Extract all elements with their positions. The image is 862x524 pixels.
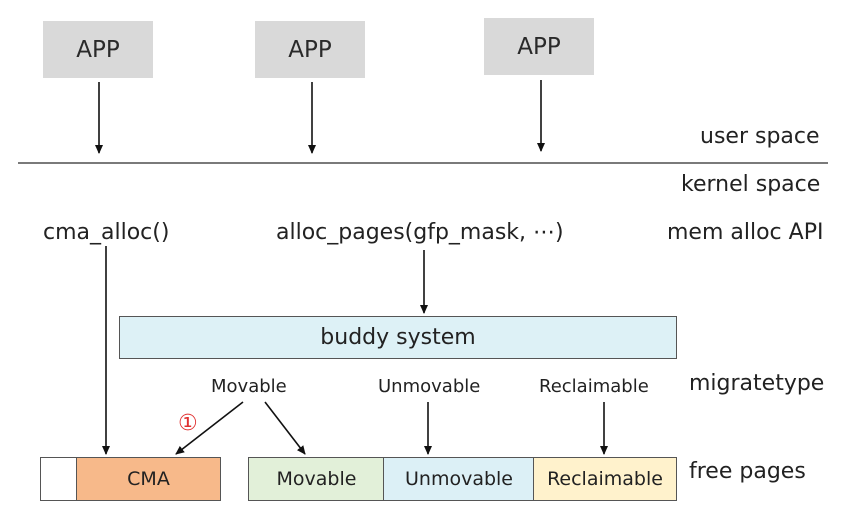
free-page-movable-label: Movable [276, 468, 357, 490]
free-page-reclaimable-label: Reclaimable [547, 468, 663, 490]
app-box-3: APP [484, 18, 594, 75]
buddy-system-box: buddy system [119, 316, 677, 359]
movable-to-movable-arrow [264, 401, 306, 455]
kernel-space-label: kernel space [681, 172, 821, 197]
free-page-cma-label: CMA [127, 468, 170, 490]
cma-alloc-api: cma_alloc() [43, 220, 170, 245]
migratetype-reclaimable: Reclaimable [539, 376, 649, 397]
app-label: APP [517, 33, 561, 60]
alloc-pages-api: alloc_pages(gfp_mask, ⋯) [276, 220, 564, 245]
step-marker-1: ① [178, 411, 198, 436]
mem-alloc-api-label: mem alloc API [667, 220, 824, 245]
migratetype-label: migratetype [689, 371, 825, 396]
buddy-system-label: buddy system [320, 325, 476, 350]
free-pages-label: free pages [689, 459, 806, 484]
free-page-empty-cell [40, 457, 78, 501]
free-page-unmovable-label: Unmovable [405, 468, 513, 490]
user-space-label: user space [700, 124, 820, 149]
app-box-1: APP [43, 21, 153, 78]
migratetype-movable: Movable [211, 376, 287, 397]
migratetype-unmovable: Unmovable [378, 376, 481, 397]
free-page-unmovable: Unmovable [383, 457, 535, 501]
app-label: APP [288, 36, 332, 63]
app-box-2: APP [255, 21, 365, 78]
free-page-cma: CMA [76, 457, 221, 501]
free-page-movable: Movable [248, 457, 385, 501]
app-label: APP [76, 36, 120, 63]
free-page-reclaimable: Reclaimable [533, 457, 677, 501]
